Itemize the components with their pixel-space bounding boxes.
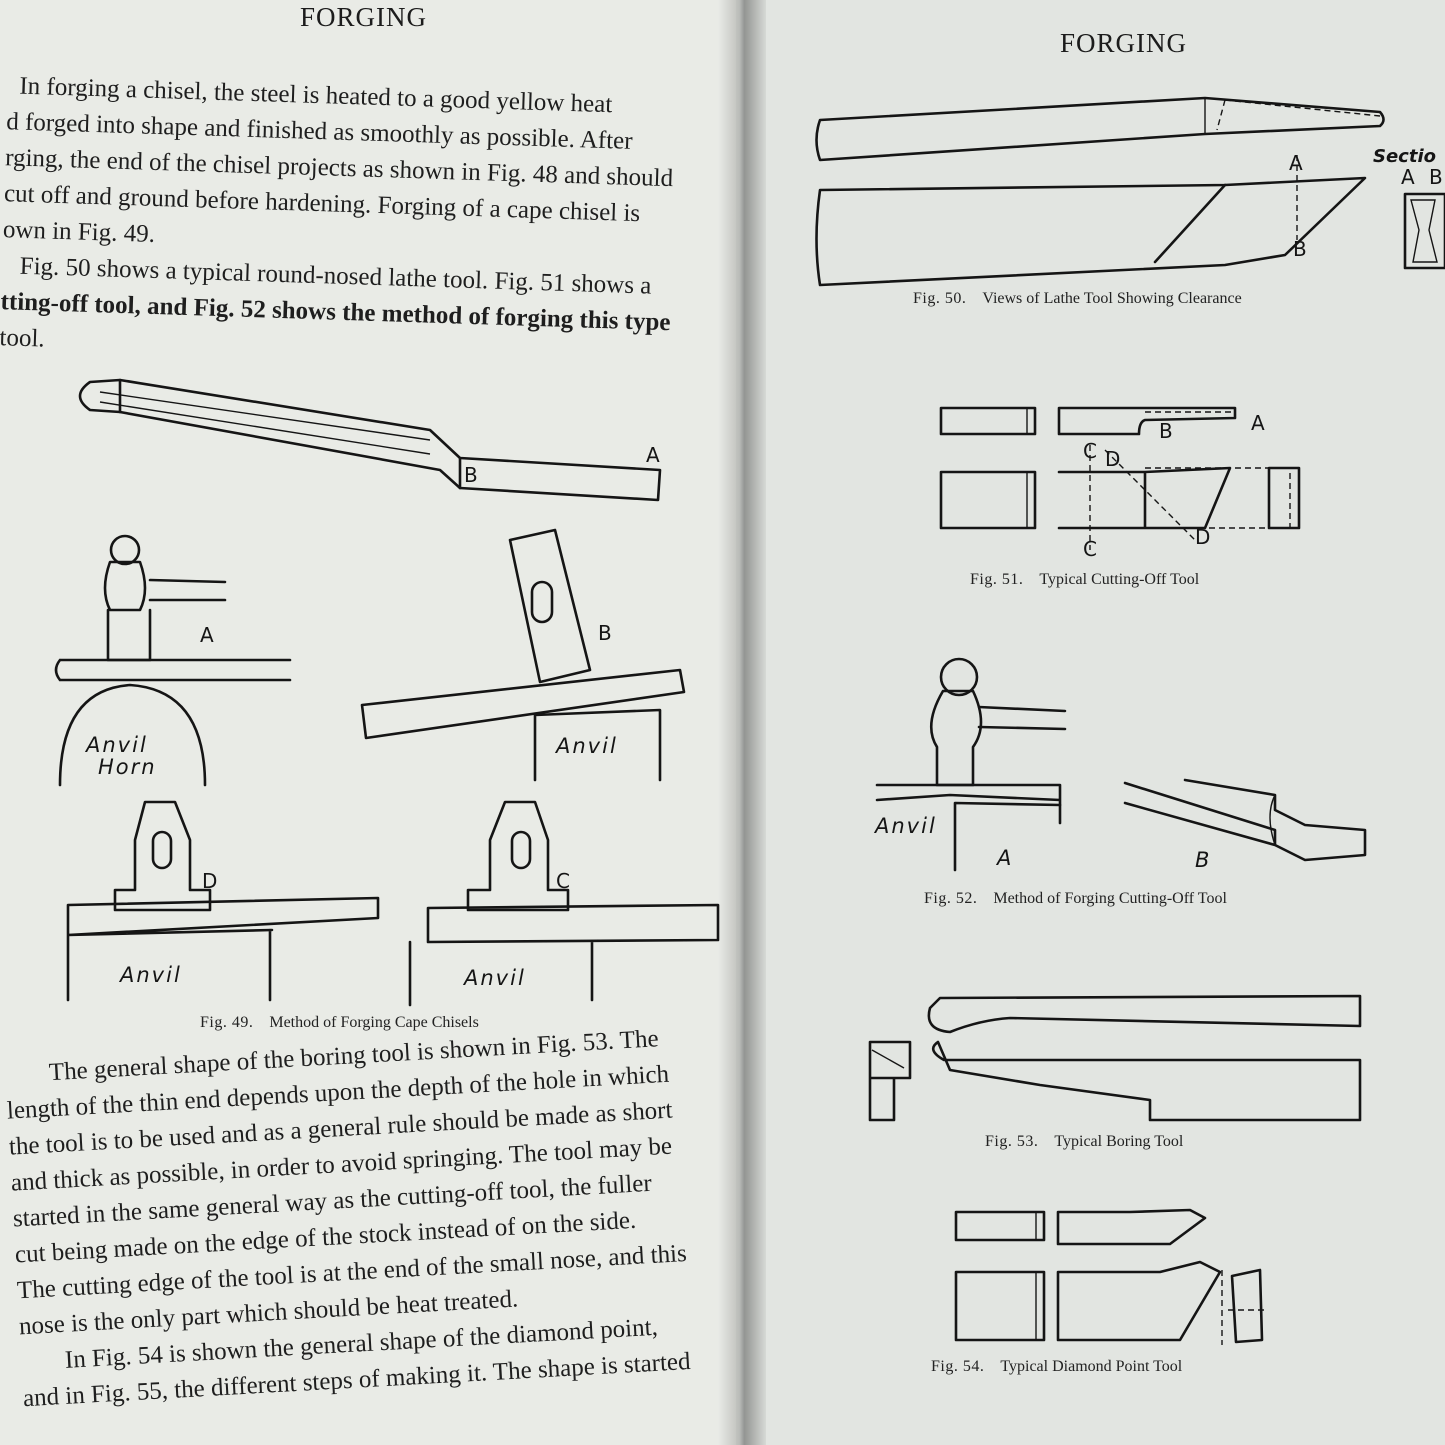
caption-text: Typical Diamond Point Tool: [1000, 1358, 1183, 1375]
fig51-label: D: [1105, 447, 1120, 471]
caption-number: Fig. 49.: [200, 1014, 254, 1031]
figure-51-cutting-off-tool-drawing: B A C D C D: [939, 406, 1301, 561]
caption-number: Fig. 54.: [931, 1358, 985, 1375]
paragraph-boring-tool: The general shape of the boring tool is …: [0, 1017, 758, 1418]
caption-number: Fig. 50.: [913, 290, 967, 307]
figure-50-caption: Fig. 50. Views of Lathe Tool Showing Clea…: [913, 290, 1242, 308]
fig50-label: A: [1289, 151, 1303, 175]
fig49-label: B: [464, 463, 478, 487]
section-letter: B: [1429, 165, 1443, 189]
anvil-label: Anvil: [462, 966, 526, 990]
fig51-label: C: [1083, 537, 1097, 561]
left-book-page: [0, 0, 742, 1445]
figure-51-caption: Fig. 51. Typical Cutting-Off Tool: [970, 571, 1199, 589]
fig49-label: A: [646, 443, 660, 467]
anvil-label: Anvil: [873, 814, 937, 838]
paragraph-chisel-forging: In forging a chisel, the steel is heated…: [0, 68, 743, 379]
fig49-label: B: [598, 621, 612, 645]
fig51-label: B: [1159, 419, 1173, 443]
fig50-label: B: [1293, 237, 1307, 261]
fig51-label: A: [1251, 411, 1265, 435]
figure-53-boring-tool-drawing: [868, 994, 1362, 1122]
fig51-label: D: [1195, 525, 1210, 549]
caption-text: Method of Forging Cape Chisels: [269, 1014, 479, 1031]
figure-54-caption: Fig. 54. Typical Diamond Point Tool: [931, 1358, 1182, 1376]
fig52-label: B: [1195, 848, 1211, 872]
caption-text: Typical Boring Tool: [1054, 1133, 1184, 1150]
fig49-label: C: [556, 869, 570, 893]
right-book-page: [736, 0, 1445, 1445]
caption-number: Fig. 53.: [985, 1133, 1039, 1150]
right-running-header: FORGING: [1060, 28, 1188, 58]
figure-50-lathe-tool-drawing: A B Sectio A B: [815, 96, 1445, 287]
figure-53-caption: Fig. 53. Typical Boring Tool: [985, 1133, 1183, 1151]
figure-52-caption: Fig. 52. Method of Forging Cutting-Off To…: [924, 890, 1227, 908]
figure-54-diamond-point-drawing: [954, 1208, 1268, 1345]
figure-49-caption: Fig. 49. Method of Forging Cape Chisels: [200, 1014, 479, 1032]
section-heading: Sectio: [1373, 146, 1436, 167]
fig52-label: A: [995, 846, 1013, 870]
section-letter: A: [1401, 165, 1415, 189]
anvil-label: Anvil: [554, 734, 618, 758]
fig51-label: C: [1083, 439, 1097, 463]
caption-number: Fig. 52.: [924, 890, 978, 907]
caption-number: Fig. 51.: [970, 571, 1024, 588]
left-running-header: FORGING: [300, 2, 428, 32]
fig49-label: D: [202, 869, 217, 893]
anvil-horn-label: Horn: [98, 755, 157, 779]
figure-52-forging-cutting-off-drawing: Anvil A B: [873, 657, 1367, 872]
book-gutter-shadow: [718, 0, 766, 1445]
figure-49-cape-chisel-drawing: A B A Anvil Horn B Anvil D Anvil C Anvil: [54, 378, 720, 1007]
caption-text: Views of Lathe Tool Showing Clearance: [982, 290, 1242, 307]
anvil-horn-label: Anvil: [84, 733, 148, 757]
caption-text: Method of Forging Cutting-Off Tool: [993, 890, 1227, 907]
fig49-label: A: [200, 623, 214, 647]
caption-text: Typical Cutting-Off Tool: [1039, 571, 1200, 588]
anvil-label: Anvil: [118, 963, 182, 987]
